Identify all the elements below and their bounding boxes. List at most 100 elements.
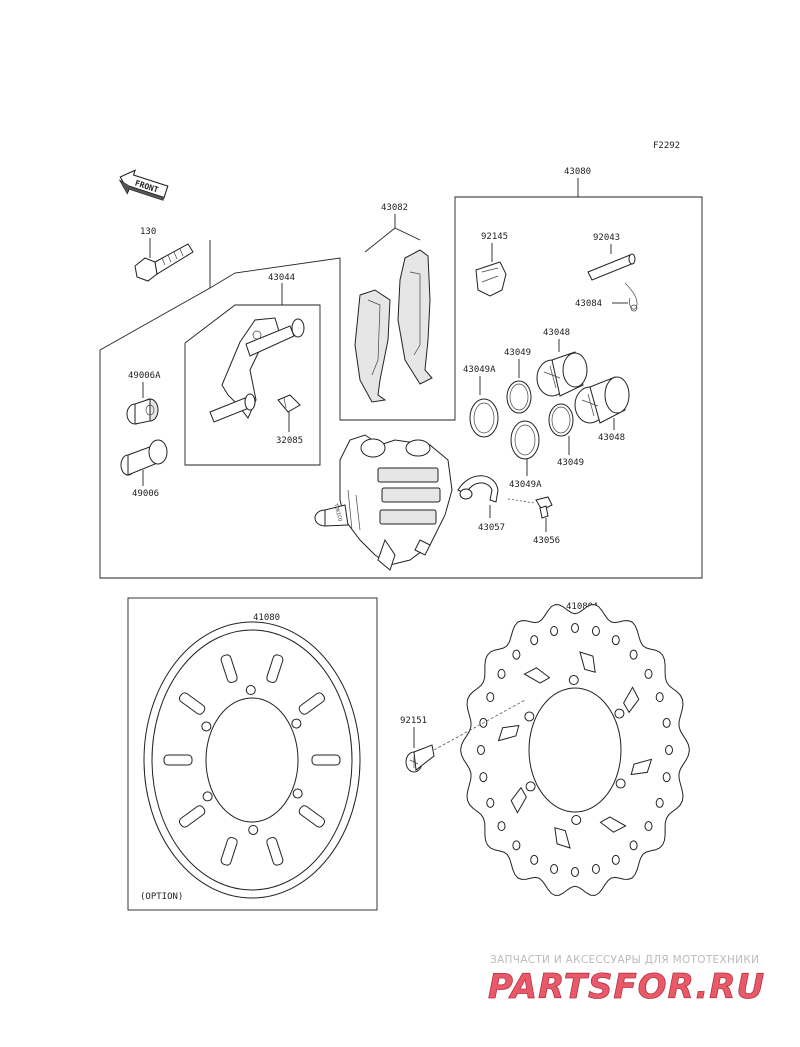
label-43056: 43056 xyxy=(533,536,560,546)
label-43048-bottom: 43048 xyxy=(598,433,625,443)
label-43049A-bottom: 43049A xyxy=(509,480,542,490)
label-43082: 43082 xyxy=(381,203,408,213)
disc-vent-hole xyxy=(665,745,673,755)
disc-bolt-hole xyxy=(291,718,302,729)
piston-43048-b xyxy=(574,376,630,424)
disc-slot xyxy=(220,654,238,684)
disc-vent-hole xyxy=(655,797,664,808)
bolt-130 xyxy=(134,243,194,282)
disc-slot xyxy=(178,692,206,715)
disc-vent-hole xyxy=(571,867,579,877)
caliper-bracket xyxy=(209,317,305,423)
label-43080: 43080 xyxy=(564,167,591,177)
disc-vent-hole xyxy=(530,854,539,865)
brake-disc-41080 xyxy=(143,621,361,899)
disc-bolt-hole xyxy=(614,708,625,719)
seal-43049A-b xyxy=(510,420,540,460)
disc-slot xyxy=(523,667,551,684)
disc-slot xyxy=(311,754,341,766)
option-label: (OPTION) xyxy=(140,892,183,902)
label-43084: 43084 xyxy=(575,299,602,309)
label-43048-top: 43048 xyxy=(543,328,570,338)
disc-vent-hole xyxy=(486,692,495,703)
brake-pad-left xyxy=(354,289,391,403)
pad-spring-32085 xyxy=(277,394,301,413)
disc-slot xyxy=(266,654,284,684)
clip-43084 xyxy=(624,282,638,312)
disc-vent-hole xyxy=(512,840,521,851)
disc-slot xyxy=(163,754,193,766)
boot-49006A xyxy=(126,398,159,425)
disc-vent-hole xyxy=(479,772,488,783)
disc-slot xyxy=(266,836,284,866)
brake-disc-41080A xyxy=(460,604,690,896)
disc-vent-hole xyxy=(497,821,506,832)
label-43049-bottom: 43049 xyxy=(557,458,584,468)
label-43057: 43057 xyxy=(478,523,505,533)
watermark-subtitle: ЗАПЧАСТИ И АКСЕССУАРЫ ДЛЯ МОТОТЕХНИКИ xyxy=(490,954,759,966)
pad-spring-92145 xyxy=(475,261,507,297)
brake-pad-right xyxy=(397,249,433,385)
front-arrow-icon: FRONT xyxy=(119,169,169,201)
bracket-frame xyxy=(184,304,321,466)
disc-vent-hole xyxy=(629,649,638,660)
disc-slot xyxy=(178,805,206,828)
option-disc-frame xyxy=(127,597,378,911)
label-130: 130 xyxy=(140,227,156,237)
disc-vent-hole xyxy=(591,626,600,637)
disc-vent-hole xyxy=(550,626,559,637)
label-43049A-top: 43049A xyxy=(463,365,496,375)
pin-92043 xyxy=(587,253,636,281)
disc-bolt-hole xyxy=(292,788,303,799)
label-49006: 49006 xyxy=(132,489,159,499)
disc-bolt-hole xyxy=(245,685,256,696)
disc-vent-hole xyxy=(611,635,620,646)
disc-bolt-hole xyxy=(202,791,213,802)
disc-bolt-hole xyxy=(248,824,259,835)
svg-text:TOKICO: TOKICO xyxy=(332,503,342,522)
disc-bolt-hole xyxy=(525,781,536,792)
disc-slot xyxy=(298,692,326,715)
disc-bolt-hole xyxy=(571,814,582,825)
disc-slot xyxy=(630,758,653,776)
disc-vent-hole xyxy=(644,821,653,832)
disc-vent-hole xyxy=(530,635,539,646)
disc-slot xyxy=(599,816,627,833)
bleeder-43056 xyxy=(535,496,553,519)
disc-vent-hole xyxy=(591,863,600,874)
disc-bolt-hole xyxy=(568,675,579,686)
label-43049-top: 43049 xyxy=(504,348,531,358)
disc-vent-hole xyxy=(571,623,579,633)
disc-vent-hole xyxy=(486,797,495,808)
label-32085: 32085 xyxy=(276,436,303,446)
label-41080: 41080 xyxy=(253,613,280,623)
label-92043: 92043 xyxy=(593,233,620,243)
disc-slot xyxy=(298,805,326,828)
caliper-assembly-frame xyxy=(99,196,703,579)
disc-bolt-hole xyxy=(201,721,212,732)
disc-vent-hole xyxy=(662,772,671,783)
seal-43049A-a xyxy=(469,398,499,438)
disc-vent-hole xyxy=(512,649,521,660)
label-92145: 92145 xyxy=(481,232,508,242)
diagram-code: F2292 xyxy=(653,141,680,151)
screw-92151 xyxy=(405,744,435,773)
disc-vent-hole xyxy=(655,692,664,703)
sleeve-49006 xyxy=(120,439,168,476)
disc-bolt-hole xyxy=(524,711,535,722)
disc-vent-hole xyxy=(550,863,559,874)
pipe-43057 xyxy=(457,475,499,503)
caliper-body: TOKICO xyxy=(314,434,453,571)
disc-slot xyxy=(623,686,640,714)
label-43044: 43044 xyxy=(268,273,295,283)
seal-43049-a xyxy=(506,380,532,414)
label-49006A: 49006A xyxy=(128,371,161,381)
disc-vent-hole xyxy=(644,668,653,679)
seal-43049-b xyxy=(548,403,574,437)
disc-slot xyxy=(510,786,527,814)
label-41080A: 41080A xyxy=(566,602,599,612)
disc-vent-hole xyxy=(662,717,671,728)
disc-vent-hole xyxy=(497,668,506,679)
watermark-brand: PARTSFOR.RU xyxy=(488,967,765,1007)
